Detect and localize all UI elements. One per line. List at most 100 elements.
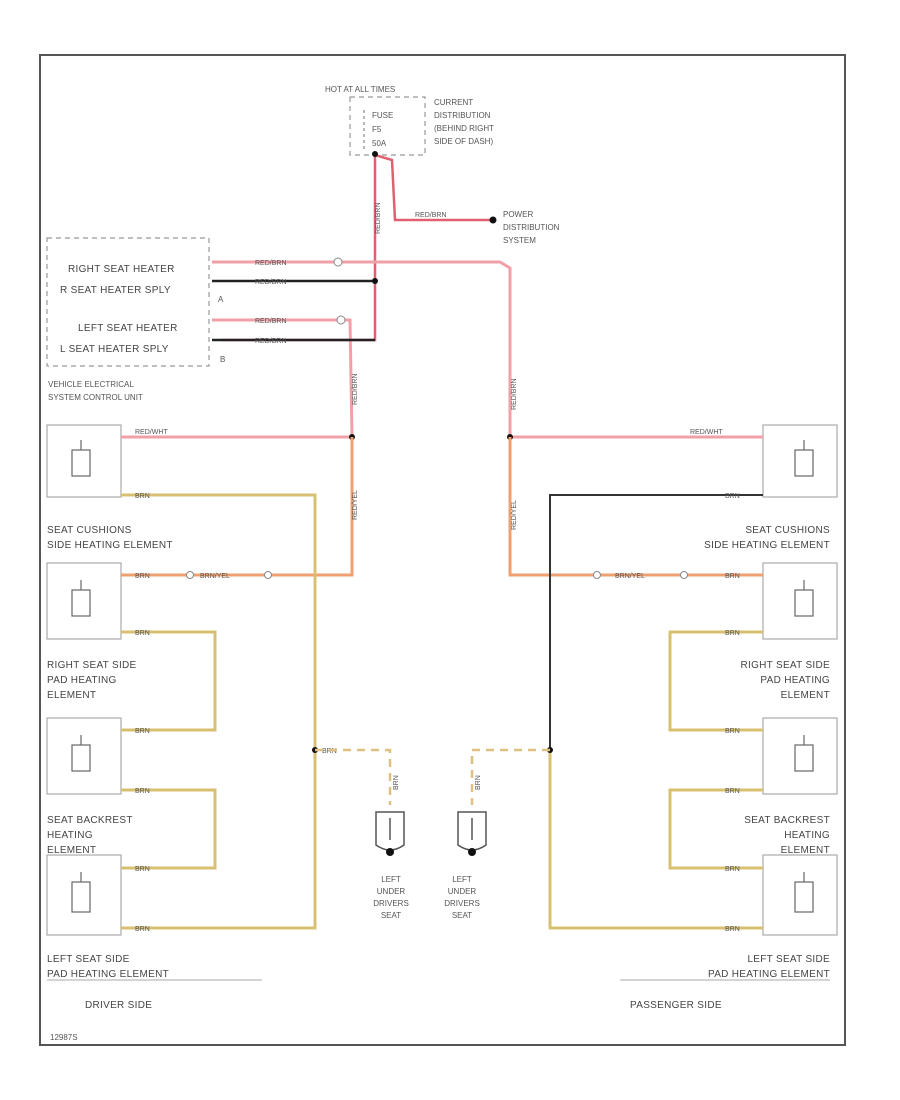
- wire-label: BRN: [725, 573, 740, 580]
- left-label-right-pad: ELEMENT: [47, 690, 96, 701]
- wire-label: BRN: [135, 493, 150, 500]
- left-label-left-pad: PAD HEATING ELEMENT: [47, 969, 169, 980]
- ground-left-label: DRIVERS: [373, 899, 409, 908]
- right-label-left-pad: LEFT SEAT SIDE: [747, 954, 830, 965]
- right-element-2: [762, 562, 838, 640]
- control-unit-name: SYSTEM CONTROL UNIT: [48, 393, 143, 402]
- wire-right-loop-1: [668, 630, 763, 732]
- passenger-side-label: PASSENGER SIDE: [630, 1000, 722, 1011]
- right-label-left-pad: PAD HEATING ELEMENT: [708, 969, 830, 980]
- left-element-1: [46, 424, 122, 498]
- wire-label: BRN/YEL: [200, 573, 230, 580]
- wire-label: RED/BRN: [511, 378, 518, 410]
- diagram-frame: [39, 54, 846, 1046]
- left-label-backrest: HEATING: [47, 830, 93, 841]
- fuse-rating: 50A: [372, 139, 387, 148]
- right-label-backrest: HEATING: [784, 830, 830, 841]
- wire-label: RED/BRN: [255, 279, 287, 286]
- cu-pin-right-seat-heater: RIGHT SEAT HEATER: [68, 264, 175, 275]
- right-label-right-pad: PAD HEATING: [760, 675, 830, 686]
- wire-label: RED/BRN: [375, 202, 382, 234]
- power-dist-line: DISTRIBUTION: [503, 223, 560, 232]
- wire-label: BRN: [135, 573, 150, 580]
- wire-label: BRN: [135, 866, 150, 873]
- wire-label: RED/YEL: [352, 490, 359, 520]
- fuse-number: F5: [372, 125, 382, 134]
- power-dist-line: SYSTEM: [503, 236, 536, 245]
- left-label-right-pad: RIGHT SEAT SIDE: [47, 660, 137, 671]
- wire-left-ground-bus: [121, 493, 317, 930]
- wire-label: BRN: [725, 866, 740, 873]
- left-side: SEAT CUSHIONS SIDE HEATING ELEMENT RIGHT…: [46, 424, 262, 1011]
- cu-pin-r-seat-heater-sply: R SEAT HEATER SPLY: [60, 285, 171, 296]
- wire-right-ground-bus-2: [548, 750, 763, 930]
- wire-label: BRN: [725, 728, 740, 735]
- supply-wire-main: [222, 155, 377, 342]
- splice-dot: [372, 151, 378, 157]
- fuse-note-line: CURRENT: [434, 98, 473, 107]
- left-label-backrest: ELEMENT: [47, 845, 96, 856]
- ground-right-label: DRIVERS: [444, 899, 480, 908]
- cu-pin-left-seat-heater: LEFT SEAT HEATER: [78, 323, 178, 334]
- left-label-cushion: SIDE HEATING ELEMENT: [47, 540, 173, 551]
- wire-label: BRN/YEL: [615, 573, 645, 580]
- left-label-left-pad: LEFT SEAT SIDE: [47, 954, 130, 965]
- right-label-right-pad: ELEMENT: [781, 690, 830, 701]
- ground-left-label: UNDER: [377, 887, 406, 896]
- wire-label: BRN: [725, 926, 740, 933]
- ground-right: BRN LEFT UNDER DRIVERS SEAT: [444, 775, 487, 920]
- right-label-backrest: ELEMENT: [781, 845, 830, 856]
- right-element-4: [762, 854, 838, 936]
- wire-left-loop-2: [121, 788, 217, 870]
- right-label-right-pad: RIGHT SEAT SIDE: [740, 660, 830, 671]
- right-label-cushion: SIDE HEATING ELEMENT: [704, 540, 830, 551]
- right-label-backrest: SEAT BACKREST: [744, 815, 830, 826]
- splice-dot: [489, 216, 497, 224]
- ground-right-label: LEFT: [452, 875, 472, 884]
- wire-label: BRN: [725, 630, 740, 637]
- wire-label: BRN: [725, 788, 740, 795]
- driver-side-label: DRIVER SIDE: [85, 1000, 152, 1011]
- ground-left: BRN LEFT UNDER DRIVERS SEAT: [373, 775, 409, 920]
- right-element-1: [762, 424, 838, 498]
- cu-pin-l-seat-heater-sply: L SEAT HEATER SPLY: [60, 344, 169, 355]
- cu-pin-id: A: [218, 295, 224, 304]
- ground-right-label: SEAT: [452, 911, 472, 920]
- wire-right-loop-2: [668, 788, 763, 870]
- wire-left-heater-out: [212, 318, 354, 438]
- left-label-backrest: SEAT BACKREST: [47, 815, 133, 826]
- wire-left-mid: [121, 437, 354, 577]
- wire-label: RED/BRN: [352, 373, 359, 405]
- wire-label: BRN: [322, 748, 337, 755]
- wire-right-heater-out: [212, 260, 512, 437]
- wire-right-ground-bus: [549, 494, 763, 750]
- wire-label: RED/BRN: [255, 318, 287, 325]
- left-label-right-pad: PAD HEATING: [47, 675, 117, 686]
- wire-label: RED/BRN: [415, 212, 447, 219]
- ground-right-label: UNDER: [448, 887, 477, 896]
- diagram-id: 12987S: [50, 1033, 78, 1042]
- fuse-note-line: SIDE OF DASH): [434, 137, 493, 146]
- right-label-cushion: SEAT CUSHIONS: [745, 525, 830, 536]
- left-element-4: [46, 854, 122, 936]
- wire-left-loop-1: [121, 630, 217, 732]
- power-dist-line: POWER: [503, 210, 533, 219]
- right-side: SEAT CUSHIONS SIDE HEATING ELEMENT RIGHT…: [620, 424, 838, 1011]
- wire-label: RED/YEL: [511, 500, 518, 530]
- ground-dot: [386, 848, 394, 856]
- left-element-3: [46, 717, 122, 795]
- wire-right-mid: [508, 437, 763, 577]
- fuse-box: HOT AT ALL TIMES FUSE F5 50A CURRENT DIS…: [325, 85, 494, 156]
- ground-left-label: SEAT: [381, 911, 401, 920]
- splice-dot: [372, 278, 378, 284]
- left-element-2: [46, 562, 122, 640]
- wire-label: BRN: [135, 630, 150, 637]
- wire-label: RED/WHT: [690, 429, 723, 436]
- wire-label: BRN: [135, 728, 150, 735]
- control-unit: RIGHT SEAT HEATER R SEAT HEATER SPLY LEF…: [46, 237, 225, 402]
- right-element-3: [762, 717, 838, 795]
- ground-left-label: LEFT: [381, 875, 401, 884]
- wire-label: RED/WHT: [135, 429, 168, 436]
- wire-label: RED/BRN: [255, 260, 287, 267]
